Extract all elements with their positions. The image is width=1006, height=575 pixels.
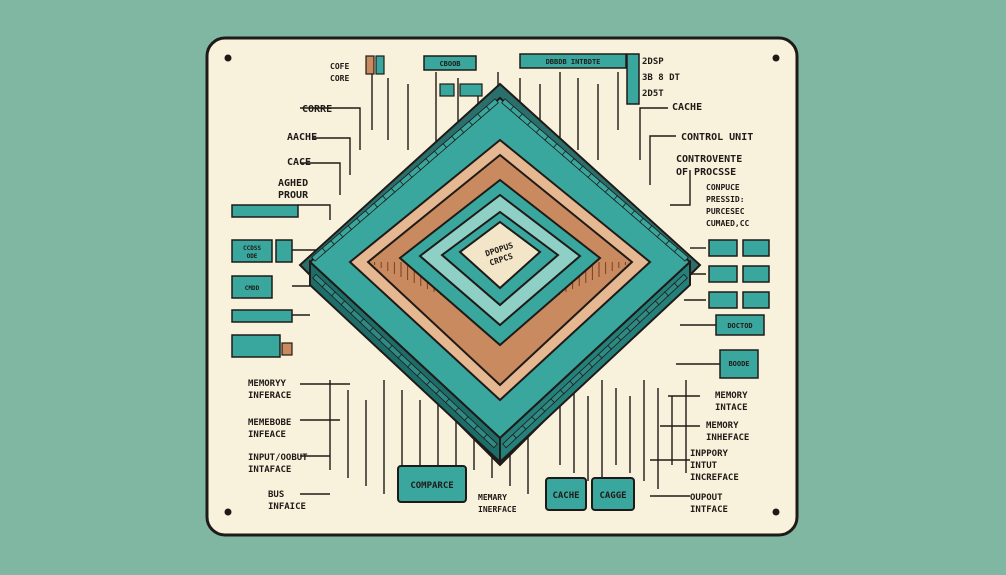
label-bus-a: BUS [268, 490, 284, 500]
bottom-components: COMPARCE CACHE CAGGE [397, 465, 635, 511]
compare-label: COMPARCE [410, 481, 453, 491]
label-bus-b: INFAICE [268, 502, 306, 512]
cpu-chip: DPOPUS CRPCS [298, 82, 702, 467]
chip-die [458, 220, 542, 290]
top-chip-b-label: DBBDB INTBDTE [546, 58, 601, 66]
label-memory-left-b: INFERACE [248, 391, 291, 401]
signal-wire [300, 162, 341, 195]
label-inppory-a: INPPORY [690, 449, 729, 459]
right-box-a-label: DOCTOD [727, 322, 752, 330]
label-dsp-c: 2D5T [642, 89, 664, 99]
signal-wire [298, 204, 331, 220]
label-inppory-b: INTUT [690, 461, 718, 471]
left-box-b-label: ODE [247, 253, 258, 260]
label-core-left: CORRE [302, 104, 332, 115]
board-screw [224, 54, 232, 62]
left-box-a-label: CCDSS [243, 245, 261, 252]
chip-pins [311, 98, 689, 449]
cache-box-2 [591, 477, 635, 511]
chip-pin [483, 433, 498, 449]
board-screw [772, 508, 780, 516]
board-screw [224, 508, 232, 516]
label-inppory-c: INCREFACE [690, 473, 739, 483]
label-core-a: COFE [330, 62, 349, 71]
signal-wire [670, 170, 691, 206]
label-memebore-b: INFEACE [248, 430, 286, 440]
left-components: CCDSS ODE CMDD [231, 204, 299, 358]
label-memory-right-b: INTACE [715, 403, 748, 413]
chip-pin [311, 247, 327, 262]
label-control-unit: CONTROL UNIT [681, 132, 753, 143]
label-prour: PROUR [278, 190, 309, 201]
chip-label-box [423, 55, 477, 71]
top-chip-a-label: CBOOB [439, 60, 460, 68]
chip-pin [673, 247, 689, 262]
signal-wire [312, 137, 351, 175]
label-conpuce-d: CUMAED,CC [706, 219, 750, 228]
label-output-b: INTFACE [690, 505, 728, 515]
top-components: CBOOB DBBDB INTBDTE [365, 53, 640, 105]
label-bottom-mem-a: MEMARY [478, 493, 507, 502]
label-bottom-mem-b: INERFACE [478, 505, 517, 514]
label-aghed: AGHED [278, 178, 308, 189]
label-io-b: INTAFACE [248, 465, 291, 475]
diagram-labels: COFE CORE 2DSP 3B 8 DT 2D5T CORRE AACHE … [248, 57, 753, 515]
left-box-c-label: CMDD [245, 285, 260, 292]
right-box-b-label: BOODE [728, 360, 749, 368]
label-conpuce-b: PRESSID: [706, 195, 745, 204]
label-dsp-b: 3B 8 DT [642, 73, 681, 83]
label-controvente-b: OF PROCSSE [676, 167, 736, 178]
label-memory-right-c: MEMORY [706, 421, 739, 431]
signal-wire [639, 107, 668, 160]
label-memory-right-a: MEMORY [715, 391, 748, 401]
cache-box-1 [545, 477, 587, 511]
label-conpuce-c: PURCESEC [706, 207, 745, 216]
cache-box-b-label: CAGGE [599, 491, 626, 501]
label-core-b: CORE [330, 74, 349, 83]
label-conpuce-a: CONPUCE [706, 183, 740, 192]
label-memory-left-a: MEMORYY [248, 379, 287, 389]
label-aache: AACHE [287, 132, 317, 143]
label-dsp-a: 2DSP [642, 57, 664, 67]
board-screw [772, 54, 780, 62]
signal-wire [300, 107, 361, 150]
label-memebore-a: MEMEBOBE [248, 418, 291, 428]
label-controvente-a: CONTROVENTE [676, 154, 742, 165]
right-components: DOCTOD BOODE [708, 239, 770, 379]
label-io-a: INPUT/OOBUT [248, 453, 308, 463]
label-output-a: OUPOUT [690, 493, 723, 503]
label-cache-right: CACHE [672, 102, 702, 113]
compare-box [397, 465, 467, 503]
cache-box-a-label: CACHE [552, 491, 579, 501]
chip-pin [502, 433, 517, 449]
label-cache-left: CACE [287, 157, 311, 168]
label-memory-right-d: INHEFACE [706, 433, 749, 443]
chip-label-box [519, 53, 627, 69]
signal-wire [649, 135, 676, 185]
